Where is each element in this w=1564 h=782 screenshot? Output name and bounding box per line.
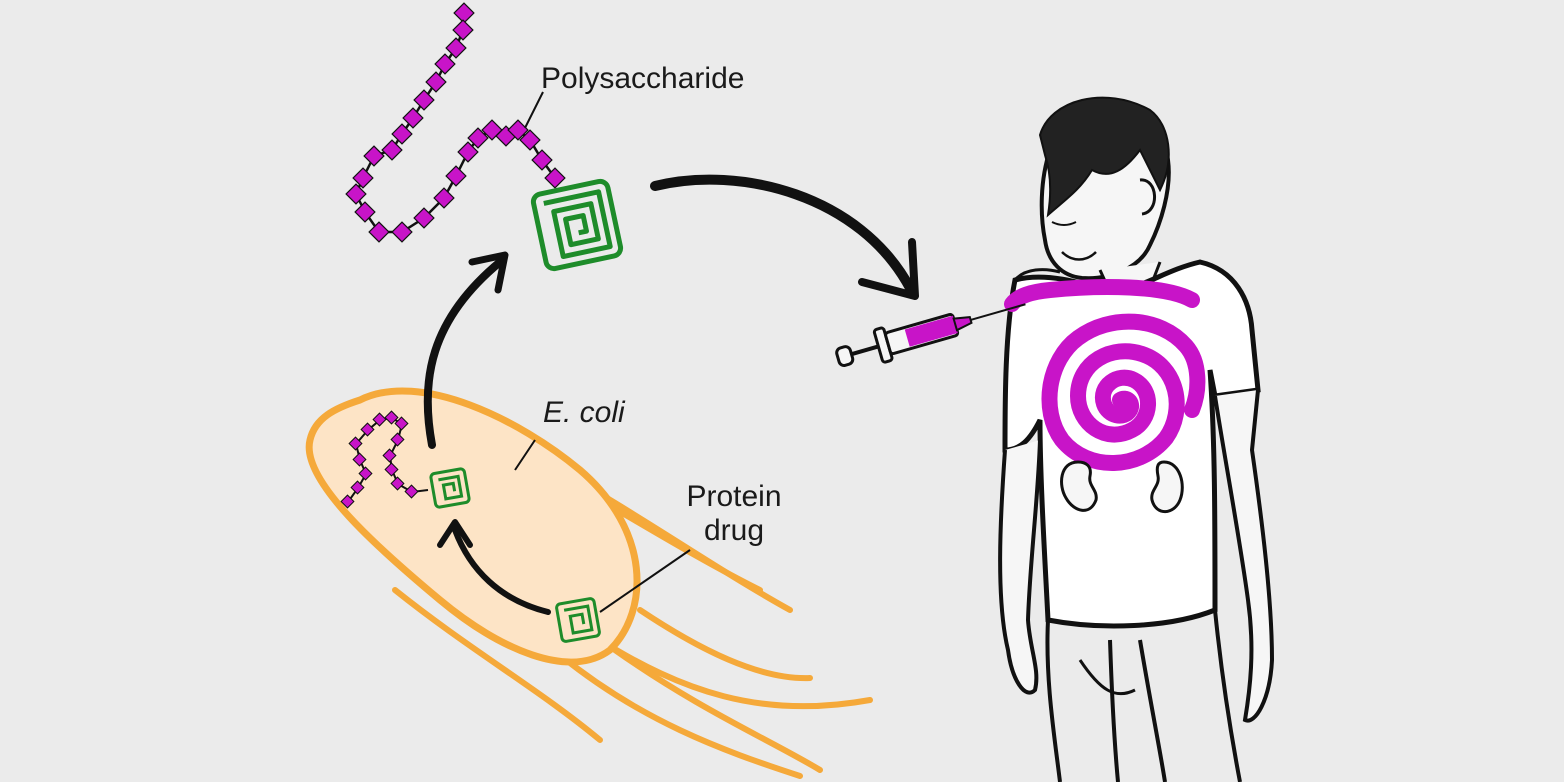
polysaccharide-label: Polysaccharide bbox=[541, 62, 745, 95]
vaccination-arrow bbox=[650, 174, 919, 300]
protein-leader-line bbox=[599, 549, 691, 613]
protein-drug-label-line2: drug bbox=[703, 514, 765, 547]
child-figure bbox=[998, 96, 1275, 782]
intracellular-polysaccharide-chain bbox=[340, 410, 429, 509]
cell-body bbox=[305, 387, 641, 666]
extraction-arrow bbox=[423, 251, 509, 449]
child-hair bbox=[1038, 96, 1170, 218]
syringe bbox=[835, 303, 1026, 367]
polysaccharide-leader-line bbox=[524, 91, 544, 129]
ecoli-leader-line bbox=[514, 439, 536, 471]
kidney-right bbox=[1150, 460, 1184, 514]
child-right-arm bbox=[1213, 389, 1275, 723]
protein-drug-label: Protein drug bbox=[679, 480, 789, 548]
ecoli-label: E. coli bbox=[543, 396, 625, 429]
kidney-left bbox=[1060, 460, 1098, 512]
conjugated-protein-in-cell bbox=[429, 467, 471, 509]
polysaccharide-conjugate bbox=[345, 2, 624, 272]
carrier-protein bbox=[530, 178, 624, 272]
glycosylation-arrow bbox=[452, 527, 551, 615]
child-left-arm bbox=[998, 439, 1042, 695]
protein-drug-label-line1: Protein bbox=[686, 480, 782, 513]
ecoli-bacterium bbox=[305, 387, 873, 779]
body-spiral bbox=[1041, 313, 1206, 471]
protein-drug-in-cell bbox=[555, 597, 601, 643]
child-legs bbox=[1045, 609, 1242, 782]
